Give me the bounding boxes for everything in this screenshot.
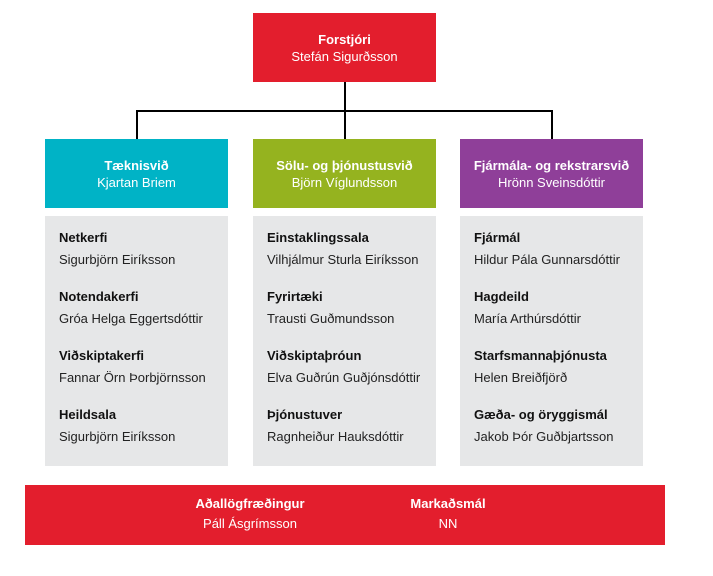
- connector-ceo-down: [344, 82, 346, 111]
- division-title: Fjármála- og rekstrarsvið: [473, 157, 630, 173]
- unit-item: Notendakerfi Gróa Helga Eggertsdóttir: [59, 289, 228, 348]
- unit-title: Viðskiptaþróun: [267, 348, 362, 363]
- ceo-title: Forstjóri: [318, 31, 371, 47]
- division-sales-header: Sölu- og þjónustusvið Björn Víglundsson: [253, 139, 436, 208]
- unit-item: Þjónustuver Ragnheiður Hauksdóttir: [267, 407, 436, 466]
- unit-item: Gæða- og öryggismál Jakob Þór Guðbjartss…: [474, 407, 643, 466]
- staff-functions-bar: Aðallögfræðingur Páll Ásgrímsson Markaðs…: [25, 485, 665, 545]
- unit-manager: Hildur Pála Gunnarsdóttir: [474, 252, 620, 267]
- unit-manager: Sigurbjörn Eiríksson: [59, 429, 176, 444]
- staff-name: NN: [438, 516, 458, 531]
- unit-title: Fyrirtæki: [267, 289, 323, 304]
- unit-manager: Vilhjálmur Sturla Eiríksson: [267, 252, 419, 267]
- unit-item: Einstaklingssala Vilhjálmur Sturla Eirík…: [267, 230, 436, 289]
- unit-manager: Jakob Þór Guðbjartsson: [474, 429, 614, 444]
- division-head-name: Hrönn Sveinsdóttir: [498, 174, 605, 190]
- staff-title: Aðallögfræðingur: [195, 496, 305, 511]
- ceo-box: Forstjóri Stefán Sigurðsson: [253, 13, 436, 82]
- staff-title: Markaðsmál: [410, 496, 486, 511]
- unit-item: Fyrirtæki Trausti Guðmundsson: [267, 289, 436, 348]
- ceo-name: Stefán Sigurðsson: [291, 48, 398, 64]
- unit-title: Gæða- og öryggismál: [474, 407, 608, 422]
- division-head-name: Kjartan Briem: [97, 174, 176, 190]
- unit-title: Þjónustuver: [267, 407, 343, 422]
- staff-marketing: Markaðsmál NN: [363, 495, 533, 535]
- unit-title: Viðskiptakerfi: [59, 348, 145, 363]
- division-title: Tæknisvið: [104, 157, 169, 173]
- division-tech-units: Netkerfi Sigurbjörn Eiríksson Notendaker…: [45, 216, 228, 466]
- unit-manager: Fannar Örn Þorbjörnsson: [59, 370, 206, 385]
- division-sales-units: Einstaklingssala Vilhjálmur Sturla Eirík…: [253, 216, 436, 466]
- staff-legal: Aðallögfræðingur Páll Ásgrímsson: [160, 495, 340, 535]
- division-finance-units: Fjármál Hildur Pála Gunnarsdóttir Hagdei…: [460, 216, 643, 466]
- unit-manager: María Arthúrsdóttir: [474, 311, 581, 326]
- division-head-name: Björn Víglundsson: [291, 174, 398, 190]
- unit-title: Hagdeild: [474, 289, 529, 304]
- unit-title: Starfsmannaþjónusta: [474, 348, 607, 363]
- unit-manager: Gróa Helga Eggertsdóttir: [59, 311, 203, 326]
- connector-tech: [136, 110, 138, 139]
- division-title: Sölu- og þjónustusvið: [276, 157, 413, 173]
- unit-title: Einstaklingssala: [267, 230, 369, 245]
- unit-title: Netkerfi: [59, 230, 108, 245]
- division-finance-header: Fjármála- og rekstrarsvið Hrönn Sveinsdó…: [460, 139, 643, 208]
- division-tech-header: Tæknisvið Kjartan Briem: [45, 139, 228, 208]
- unit-item: Heildsala Sigurbjörn Eiríksson: [59, 407, 228, 466]
- unit-item: Netkerfi Sigurbjörn Eiríksson: [59, 230, 228, 289]
- unit-title: Heildsala: [59, 407, 117, 422]
- unit-manager: Sigurbjörn Eiríksson: [59, 252, 176, 267]
- unit-item: Hagdeild María Arthúrsdóttir: [474, 289, 643, 348]
- unit-manager: Helen Breiðfjörð: [474, 370, 568, 385]
- unit-title: Notendakerfi: [59, 289, 139, 304]
- unit-item: Starfsmannaþjónusta Helen Breiðfjörð: [474, 348, 643, 407]
- unit-manager: Elva Guðrún Guðjónsdóttir: [267, 370, 421, 385]
- staff-name: Páll Ásgrímsson: [203, 516, 297, 531]
- unit-title: Fjármál: [474, 230, 521, 245]
- unit-item: Viðskiptakerfi Fannar Örn Þorbjörnsson: [59, 348, 228, 407]
- unit-manager: Trausti Guðmundsson: [267, 311, 395, 326]
- connector-sales: [344, 110, 346, 139]
- unit-manager: Ragnheiður Hauksdóttir: [267, 429, 404, 444]
- connector-finance: [551, 110, 553, 139]
- unit-item: Viðskiptaþróun Elva Guðrún Guðjónsdóttir: [267, 348, 436, 407]
- unit-item: Fjármál Hildur Pála Gunnarsdóttir: [474, 230, 643, 289]
